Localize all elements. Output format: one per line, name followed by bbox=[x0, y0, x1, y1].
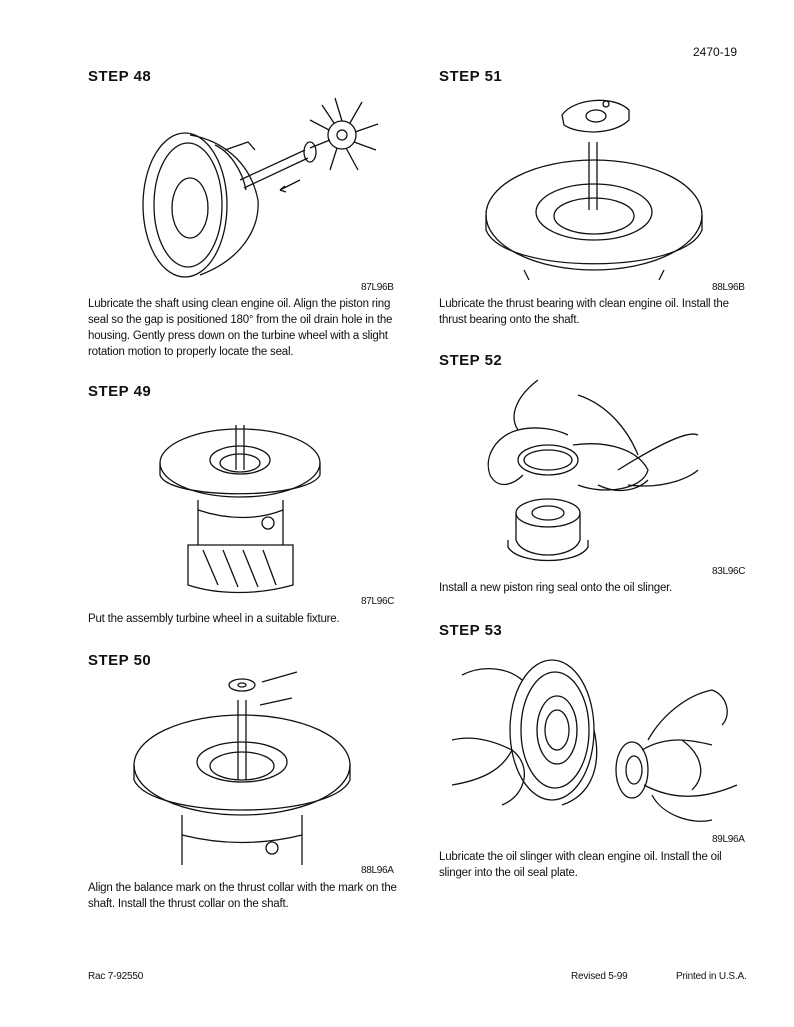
footer-printed: Printed in U.S.A. bbox=[676, 971, 747, 982]
step-52-text: Install a new piston ring seal onto the … bbox=[439, 582, 673, 594]
step-51-figure-code: 88L96B bbox=[712, 282, 745, 293]
footer-document-code: Rac 7-92550 bbox=[88, 971, 144, 982]
step-50-illustration bbox=[132, 670, 357, 865]
step-50-text: Align the balance mark on the thrust col… bbox=[88, 882, 397, 910]
step-48-figure-code: 87L96B bbox=[361, 282, 394, 293]
step-53-figure-code: 89L96A bbox=[712, 834, 745, 845]
step-51-heading: STEP 51 bbox=[439, 68, 503, 85]
step-50-figure-code: 88L96A bbox=[361, 865, 394, 876]
step-49-illustration bbox=[158, 415, 328, 595]
step-48-illustration bbox=[130, 90, 395, 280]
step-53-heading: STEP 53 bbox=[439, 622, 503, 639]
step-52-illustration bbox=[478, 375, 703, 565]
step-48-text: Lubricate the shaft using clean engine o… bbox=[88, 298, 393, 358]
step-50-heading: STEP 50 bbox=[88, 652, 152, 669]
step-49-figure-code: 87L96C bbox=[361, 596, 395, 607]
step-53-illustration bbox=[452, 655, 742, 830]
footer-revised: Revised 5-99 bbox=[571, 971, 628, 982]
step-51-text: Lubricate the thrust bearing with clean … bbox=[439, 298, 729, 326]
step-51-illustration bbox=[484, 90, 706, 280]
step-52-heading: STEP 52 bbox=[439, 352, 503, 369]
step-49-text: Put the assembly turbine wheel in a suit… bbox=[88, 613, 340, 625]
step-53-text: Lubricate the oil slinger with clean eng… bbox=[439, 851, 722, 879]
step-49-heading: STEP 49 bbox=[88, 383, 152, 400]
page-number: 2470-19 bbox=[693, 45, 738, 59]
step-48-heading: STEP 48 bbox=[88, 68, 152, 85]
step-52-figure-code: 83L96C bbox=[712, 566, 746, 577]
